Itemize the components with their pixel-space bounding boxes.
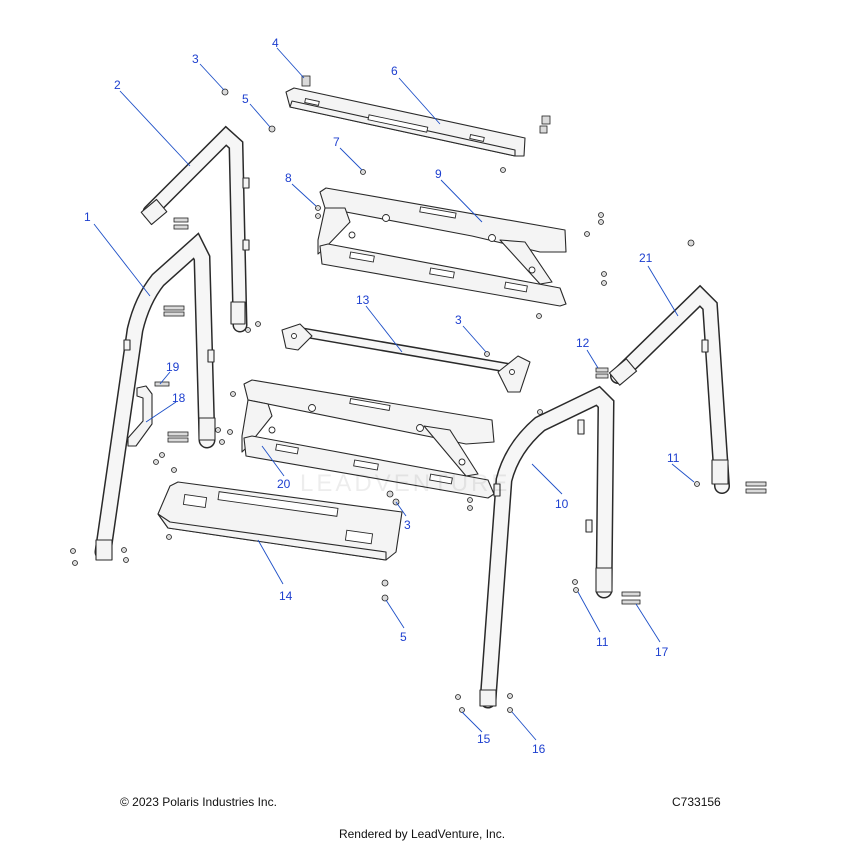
part-20-lower-ladder-frame [241, 379, 495, 499]
callout-5-bottom: 5 [400, 630, 407, 644]
part-6-top-cross-member [285, 87, 526, 157]
callout-2: 2 [114, 78, 121, 92]
callout-11-center: 11 [596, 635, 609, 649]
callout-3-top: 3 [192, 52, 199, 66]
callout-1: 1 [84, 210, 91, 224]
callout-8: 8 [285, 171, 292, 185]
callout-5-top: 5 [242, 92, 249, 106]
callout-9: 9 [435, 167, 442, 181]
callout-11-right: 11 [667, 451, 680, 465]
callout-10: 10 [555, 497, 569, 511]
rendered-by-text: Rendered by LeadVenture, Inc. [338, 827, 506, 841]
callout-14: 14 [279, 589, 293, 603]
part-14-dash-panel [157, 481, 403, 561]
part-2-rear-left-bar [140, 125, 250, 333]
callout-18: 18 [172, 391, 186, 405]
callout-3-lower: 3 [404, 518, 411, 532]
callout-3-middle: 3 [455, 313, 462, 327]
callout-17: 17 [655, 645, 669, 659]
callout-4: 4 [272, 36, 279, 50]
callout-21: 21 [639, 251, 653, 265]
part-1-front-left-upright [94, 232, 216, 561]
copyright-text: © 2023 Polaris Industries Inc. [120, 795, 277, 809]
callout-6: 6 [391, 64, 398, 78]
callout-7: 7 [333, 135, 340, 149]
callout-12: 12 [576, 336, 590, 350]
callout-15: 15 [477, 732, 491, 746]
callout-labels: 1 2 3 3 3 4 5 5 6 7 8 9 10 11 11 12 13 1… [84, 36, 680, 756]
part-9-upper-ladder-frame [317, 187, 567, 307]
part-21-rear-right-bar [608, 284, 730, 494]
callout-19: 19 [166, 360, 180, 374]
drawing-id: C733156 [672, 795, 721, 809]
part-13-center-cross-tube [281, 323, 531, 393]
watermark: LEADVENTURE [300, 470, 511, 497]
part-18-bracket [127, 385, 153, 447]
callout-13: 13 [356, 293, 370, 307]
callout-16: 16 [532, 742, 546, 756]
leader-lines [93, 47, 695, 741]
part-10-front-right-upright [479, 385, 615, 709]
callout-20: 20 [277, 477, 291, 491]
fasteners [70, 75, 767, 713]
